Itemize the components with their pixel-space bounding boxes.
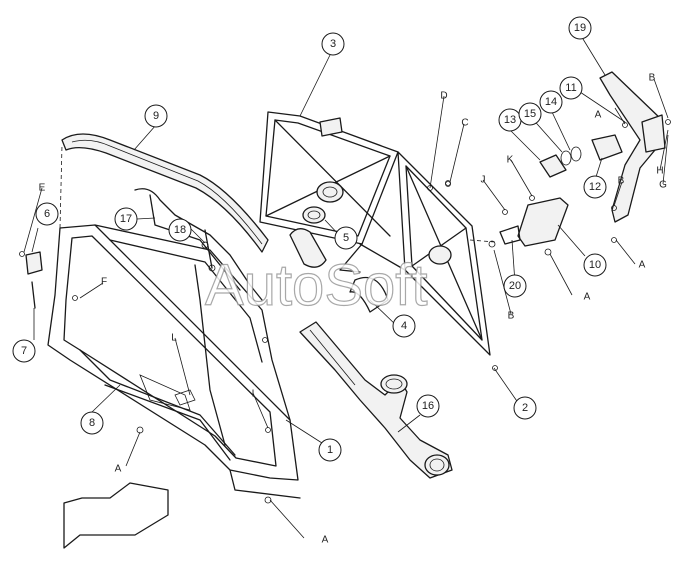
label-L: L <box>171 333 177 344</box>
callout-1: 1 <box>318 438 342 462</box>
label-G: G <box>659 180 667 191</box>
watermark-text: AutoSoft <box>205 253 427 318</box>
svg-text:2: 2 <box>522 402 528 414</box>
callout-16: 16 <box>416 394 440 418</box>
svg-text:19: 19 <box>574 22 586 34</box>
part-clip-and-bolt <box>19 251 144 434</box>
label-A-center: A <box>584 292 591 303</box>
svg-text:5: 5 <box>343 232 349 244</box>
svg-text:6: 6 <box>44 208 50 220</box>
callout-12: 12 <box>583 175 607 199</box>
label-C: C <box>461 118 468 129</box>
callout-6: 6 <box>35 202 59 226</box>
callout-7: 7 <box>12 339 36 363</box>
svg-text:10: 10 <box>589 259 601 271</box>
callout-4: 4 <box>392 314 416 338</box>
label-I: I <box>252 389 255 400</box>
svg-text:15: 15 <box>524 108 536 120</box>
label-K: K <box>507 155 514 166</box>
callout-19: 19 <box>568 16 592 40</box>
leader-lines <box>23 38 669 539</box>
front-direction-arrow <box>63 482 169 549</box>
svg-text:13: 13 <box>504 114 516 126</box>
callout-17: 17 <box>114 207 138 231</box>
callout-18: 18 <box>168 218 192 242</box>
label-F: F <box>101 277 107 288</box>
callout-5: 5 <box>334 226 358 250</box>
part-housing-frame <box>47 144 301 504</box>
svg-text:17: 17 <box>120 213 132 225</box>
label-D: D <box>440 91 447 102</box>
part-top-seal <box>61 133 269 253</box>
svg-text:8: 8 <box>89 417 95 429</box>
part-motor-assembly <box>445 71 671 243</box>
svg-text:20: 20 <box>509 280 521 292</box>
callout-2: 2 <box>513 396 537 420</box>
label-A-bottom: A <box>322 535 329 546</box>
callout-9: 9 <box>144 104 168 128</box>
part-pipe-elbow <box>289 206 389 313</box>
svg-text:14: 14 <box>545 96 557 108</box>
svg-text:16: 16 <box>422 400 434 412</box>
part-evaporator-frame <box>259 111 399 245</box>
svg-text:4: 4 <box>401 320 407 332</box>
label-H: H <box>656 166 663 177</box>
label-A-right: A <box>639 260 646 271</box>
svg-text:7: 7 <box>21 345 27 357</box>
callout-10: 10 <box>583 253 607 277</box>
label-B-top: B <box>649 73 656 84</box>
callout-11: 11 <box>559 76 583 100</box>
part-air-duct <box>299 321 453 479</box>
label-J: J <box>481 175 486 186</box>
svg-text:18: 18 <box>174 224 186 236</box>
callout-14: 14 <box>539 90 563 114</box>
callout-3: 3 <box>321 32 345 56</box>
label-A-upper: A <box>595 110 602 121</box>
label-B-right: B <box>618 176 625 187</box>
svg-text:3: 3 <box>330 38 336 50</box>
part-heater-frame <box>339 151 498 371</box>
label-E: E <box>39 183 46 194</box>
callout-20: 20 <box>503 274 527 298</box>
letter-labels: A A A A A B B B C D E F G H I J K L <box>39 73 667 546</box>
callout-8: 8 <box>80 411 104 435</box>
svg-text:1: 1 <box>327 444 333 456</box>
svg-text:9: 9 <box>153 110 159 122</box>
svg-text:11: 11 <box>565 82 576 94</box>
svg-text:12: 12 <box>589 181 601 193</box>
part-actuator-bracket <box>469 197 569 256</box>
label-A-left: A <box>115 464 122 475</box>
callout-13: 13 <box>498 108 522 132</box>
label-B-center: B <box>508 311 515 322</box>
callout-15: 15 <box>518 102 542 126</box>
